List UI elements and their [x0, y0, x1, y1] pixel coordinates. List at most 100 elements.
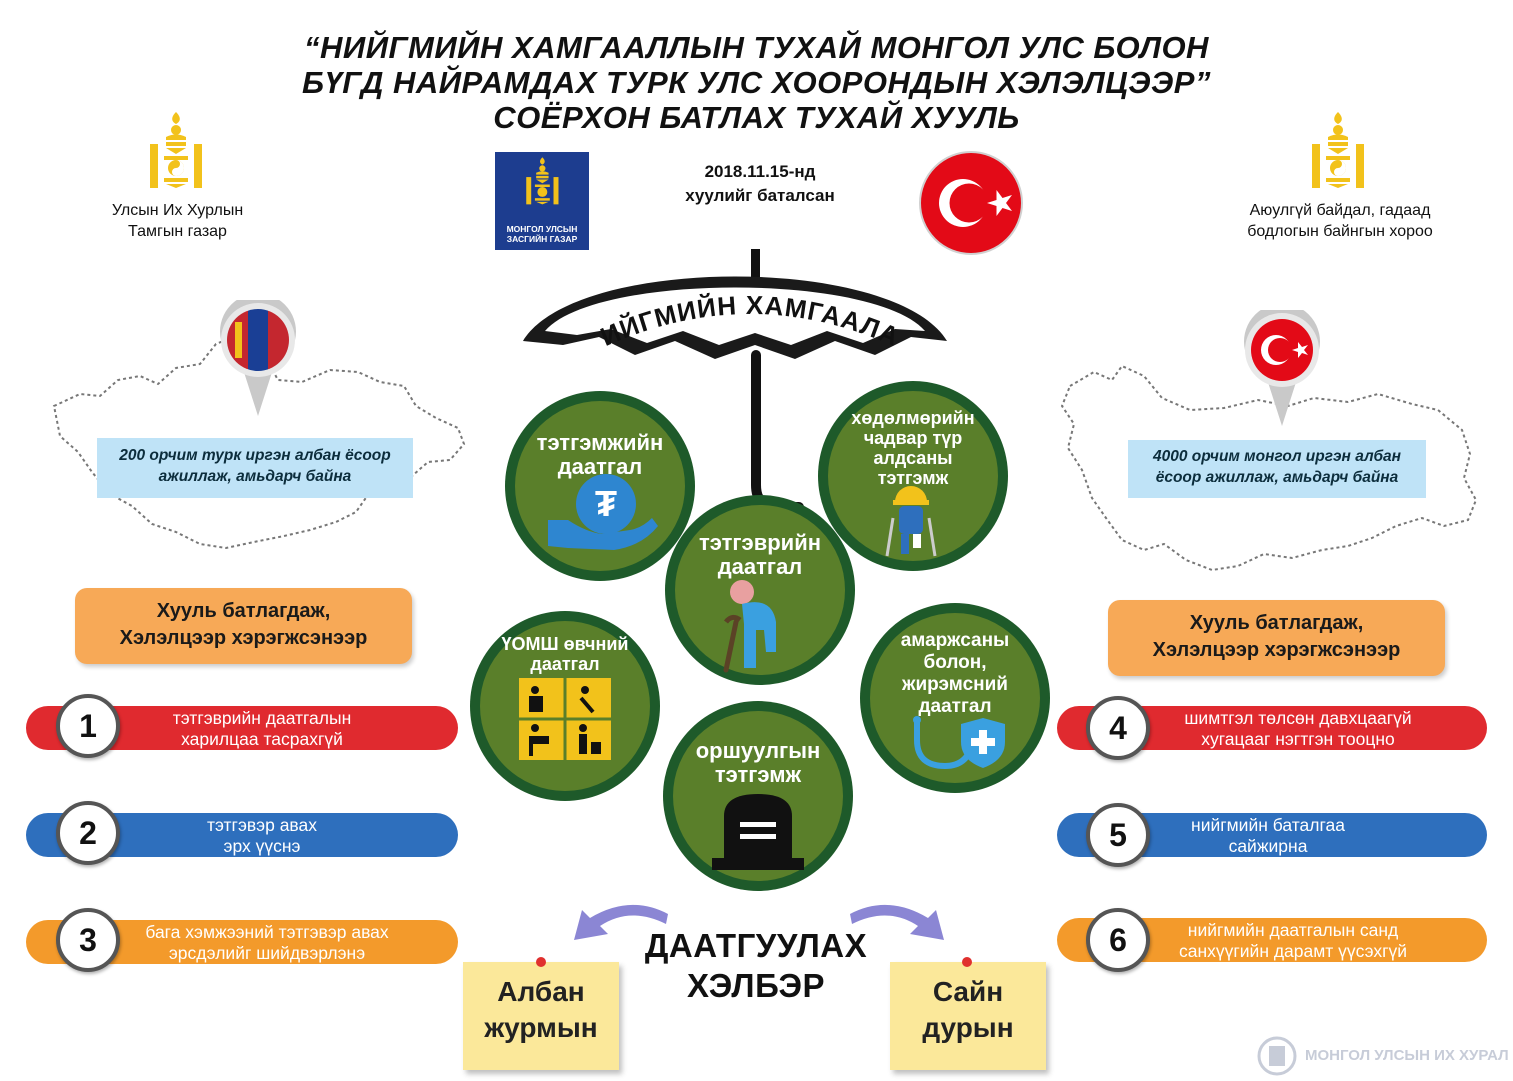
org-left-line-1: Улсын Их Хурлын: [111, 202, 244, 219]
watermark-text: МОНГОЛ УЛСЫН ИХ ХУРАЛ: [1305, 1047, 1509, 1064]
orange-left-line-1: Хууль батлагдаж,: [156, 600, 331, 622]
circle-6-label-2: тэтгэмж: [715, 762, 802, 787]
org-left: Улсын Их Хурлын Тамгын газар: [70, 200, 285, 242]
page-title: “НИЙГМИЙН ХАМГААЛЛЫН ТУХАЙ МОНГОЛ УЛС БО…: [0, 30, 1513, 135]
hand-money-icon: ₮: [548, 474, 658, 550]
orange-box-left: Хууль батлагдаж, Хэлэлцээр хэрэгжсэнээр: [75, 588, 412, 664]
soyombo-emblem-left-icon: [148, 110, 204, 190]
circle-funeral-benefit: оршуулгын тэтгэмж: [660, 698, 856, 899]
pill-5-line-2: сайжирна: [1228, 836, 1308, 856]
circle-1-label-1: тэтгэмжийн: [537, 430, 664, 455]
pill-5-line-1: нийгмийн баталгаа: [1191, 815, 1345, 835]
pill-1-line-2: харилцаа тасрахгүй: [181, 729, 343, 749]
soyombo-government-icon: [526, 157, 559, 205]
caption-mongolian-citizens: 4000 орчим монгол иргэн албан ёсоор ажил…: [1128, 440, 1426, 498]
org-right-line-2: бодлогын байнгын хороо: [1247, 223, 1433, 240]
parliament-emblem-icon: [1255, 1036, 1299, 1081]
caption-right-line-2: ёсоор ажиллаж, амьдарч байна: [1155, 469, 1399, 486]
gov-logo-line-2: ЗАСГИЙН ГАЗАР: [506, 234, 578, 244]
caption-left-line-1: 200 орчим турк иргэн албан ёсоор: [119, 447, 391, 464]
government-logo: МОНГОЛ УЛСЫН ЗАСГИЙН ГАЗАР: [495, 152, 589, 250]
title-line-1: “НИЙГМИЙН ХАМГААЛЛЫН ТУХАЙ МОНГОЛ УЛС БО…: [304, 30, 1209, 65]
caption-turkish-citizens: 200 орчим турк иргэн албан ёсоор ажиллаж…: [97, 438, 413, 498]
turkey-location-pin-icon: [1242, 303, 1322, 431]
orange-right-line-1: Хууль батлагдаж,: [1189, 612, 1364, 634]
number-badge-3: 3: [56, 908, 120, 972]
elderly-person-icon: [723, 580, 776, 673]
circle-4-label-1: ҮОМШ өвчний: [502, 634, 629, 654]
circle-6-label-1: оршуулгын: [696, 738, 821, 763]
center-line-2: ХЭЛБЭР: [687, 967, 825, 1004]
number-badge-2: 2: [56, 801, 120, 865]
number-badge-6: 6: [1086, 908, 1150, 972]
orange-box-right: Хууль батлагдаж, Хэлэлцээр хэрэгжсэнээр: [1108, 600, 1445, 676]
center-line-1: ДААТГУУЛАХ: [644, 927, 868, 964]
circle-4-label-2: даатгал: [530, 654, 599, 674]
number-badge-5: 5: [1086, 803, 1150, 867]
note-voluntary: Сайн дурын: [890, 962, 1046, 1070]
occupational-hazard-icon: [519, 678, 611, 760]
tombstone-icon: [712, 794, 804, 870]
note-right-line-2: дурын: [922, 1012, 1014, 1043]
circle-5-label-3: жирэмсний: [901, 674, 1008, 695]
circle-3-label-1: тэтгэврийн: [699, 530, 821, 555]
circle-2-label-1: хөдөлмөрийн: [851, 408, 974, 428]
umbrella-text: НИЙГМИЙН ХАМГААЛАЛ: [580, 285, 904, 352]
adoption-date: 2018.11.15-нд хуулийг баталсан: [640, 160, 880, 208]
gov-logo-line-1: МОНГОЛ УЛСЫН: [506, 224, 578, 234]
circle-2-label-2: чадвар түр: [864, 428, 963, 448]
circle-occupational-disease-insurance: ҮОМШ өвчний даатгал: [467, 608, 663, 809]
circle-5-label-2: болон,: [923, 652, 986, 673]
note-right-line-1: Сайн: [932, 976, 1004, 1007]
insurance-form-label: ДААТГУУЛАХ ХЭЛБЭР: [606, 926, 906, 1006]
circle-5-label-4: даатгал: [918, 696, 991, 717]
circle-pension-insurance: тэтгэврийн даатгал: [662, 492, 858, 693]
pill-1-line-1: тэтгэврийн даатгалын: [172, 708, 352, 728]
circle-2-label-4: тэтгэмж: [878, 468, 949, 488]
pin-left-icon: [536, 957, 546, 967]
stethoscope-shield-icon: [913, 716, 1005, 770]
number-badge-1: 1: [56, 694, 120, 758]
org-left-line-2: Тамгын газар: [128, 223, 227, 240]
svg-text:₮: ₮: [595, 483, 617, 524]
title-line-3: СОЁРХОН БАТЛАХ ТУХАЙ ХУУЛЬ: [493, 100, 1020, 135]
pill-3-line-1: бага хэмжээний тэтгэвэр авах: [145, 922, 389, 942]
note-left-line-2: журмын: [484, 1012, 598, 1043]
government-logo-text: МОНГОЛ УЛСЫН ЗАСГИЙН ГАЗАР: [495, 224, 589, 244]
umbrella-icon: [523, 249, 947, 512]
org-right-line-1: Аюулгүй байдал, гадаад: [1249, 202, 1431, 219]
orange-left-line-2: Хэлэлцээр хэрэгжсэнээр: [119, 627, 368, 649]
svg-text:НИЙГМИЙН ХАМГААЛАЛ: НИЙГМИЙН ХАМГААЛАЛ: [580, 285, 905, 352]
orange-right-line-2: Хэлэлцээр хэрэгжсэнээр: [1152, 639, 1401, 661]
pill-4-line-2: хугацааг нэгтгэн тооцно: [1201, 729, 1395, 749]
circle-maternity-insurance: амаржсаны болон, жирэмсний даатгал: [857, 600, 1053, 801]
note-mandatory: Албан журмын: [463, 962, 619, 1070]
pill-3-line-2: эрсдэлийг шийдвэрлэнэ: [168, 943, 366, 963]
pill-6-line-2: санхүүгийн дарамт үүсэхгүй: [1178, 941, 1407, 961]
circle-benefit-insurance: тэтгэмжийн даатгал ₮: [502, 388, 698, 589]
circle-5-label-1: амаржсаны: [901, 630, 1010, 651]
date-line-2: хуулийг баталсан: [685, 186, 835, 205]
pill-2-line-1: тэтгэвэр авах: [206, 815, 318, 835]
caption-right-line-1: 4000 орчим монгол иргэн албан: [1152, 448, 1402, 465]
pill-2-line-2: эрх үүснэ: [223, 836, 301, 856]
turkey-flag-icon: [918, 150, 1024, 261]
injured-worker-icon: [885, 486, 937, 557]
circle-disability-benefit: хөдөлмөрийн чадвар түр алдсаны тэтгэмж: [815, 378, 1011, 579]
pin-right-icon: [962, 957, 972, 967]
umbrella-label: НИЙГМИЙН ХАМГААЛАЛ: [580, 285, 905, 352]
circle-3-label-2: даатгал: [718, 554, 803, 579]
pill-4-line-1: шимтгэл төлсөн давхцаагүй: [1184, 708, 1412, 728]
pill-6-line-1: нийгмийн даатгалын санд: [1187, 920, 1399, 940]
number-badge-4: 4: [1086, 696, 1150, 760]
org-right: Аюулгүй байдал, гадаад бодлогын байнгын …: [1225, 200, 1455, 242]
mongolia-location-pin-icon: [218, 293, 298, 421]
note-left-line-1: Албан: [497, 976, 585, 1007]
date-line-1: 2018.11.15-нд: [704, 162, 816, 181]
soyombo-emblem-right-icon: [1310, 110, 1366, 190]
title-line-2: БҮГД НАЙРАМДАХ ТУРК УЛС ХООРОНДЫН ХЭЛЭЛЦ…: [302, 65, 1211, 100]
caption-left-line-2: ажиллаж, амьдарч байна: [158, 468, 352, 485]
circle-2-label-3: алдсаны: [873, 448, 952, 468]
curved-arrow-right-icon: [850, 904, 944, 940]
curved-arrow-left-icon: [574, 904, 668, 940]
